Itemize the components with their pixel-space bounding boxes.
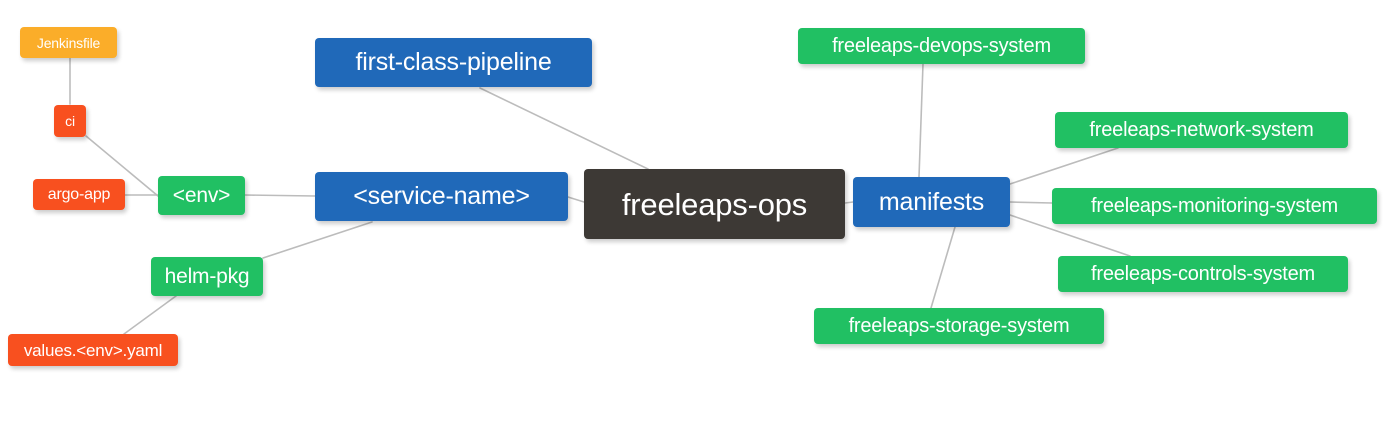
node-values-env-yaml[interactable]: values.<env>.yaml (8, 334, 178, 366)
node-env[interactable]: <env> (158, 176, 245, 215)
node-freeleaps-ops[interactable]: freeleaps-ops (584, 169, 845, 239)
node-freeleaps-storage-system[interactable]: freeleaps-storage-system (814, 308, 1104, 344)
node-service-name[interactable]: <service-name> (315, 172, 568, 221)
edge-service-name-to-helm-pkg (262, 221, 373, 259)
node-freeleaps-controls-system[interactable]: freeleaps-controls-system (1058, 256, 1348, 292)
node-freeleaps-devops-system[interactable]: freeleaps-devops-system (798, 28, 1085, 64)
node-freeleaps-network-system[interactable]: freeleaps-network-system (1055, 112, 1348, 148)
node-first-class-pipeline[interactable]: first-class-pipeline (315, 38, 592, 87)
edge-manifests-to-freeleaps-monitoring-system (1009, 201, 1053, 204)
edge-first-class-pipeline-to-freeleaps-ops (479, 87, 649, 170)
edge-env-to-service-name (244, 194, 316, 197)
edge-helm-pkg-to-values-env-yaml (123, 295, 177, 335)
node-helm-pkg[interactable]: helm-pkg (151, 257, 263, 296)
edge-manifests-to-freeleaps-network-system (1009, 147, 1119, 185)
node-freeleaps-monitoring-system[interactable]: freeleaps-monitoring-system (1052, 188, 1377, 224)
edge-freeleaps-ops-to-manifests (844, 201, 854, 204)
edge-manifests-to-freeleaps-devops-system (918, 63, 924, 178)
edge-service-name-to-freeleaps-ops (567, 196, 585, 203)
edge-manifests-to-freeleaps-storage-system (930, 226, 956, 309)
node-argo-app[interactable]: argo-app (33, 179, 125, 210)
node-manifests[interactable]: manifests (853, 177, 1010, 227)
node-ci[interactable]: ci (54, 105, 86, 137)
node-jenkinsfile[interactable]: Jenkinsfile (20, 27, 117, 58)
